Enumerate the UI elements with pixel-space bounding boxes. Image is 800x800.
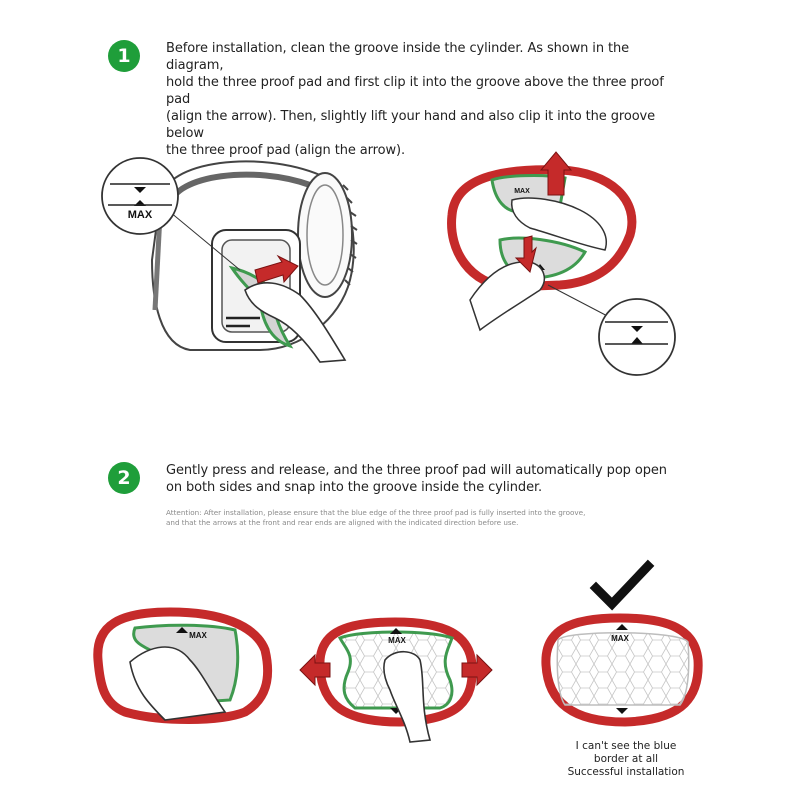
max-label: MAX	[611, 634, 629, 643]
step-1-number: 1	[117, 45, 131, 67]
press-illustration: MAX	[93, 607, 273, 724]
attention-line: Attention: After installation, please en…	[166, 508, 586, 517]
step-1-text: Before installation, clean the groove in…	[166, 40, 686, 159]
step-2-text: Gently press and release, and the three …	[166, 462, 686, 496]
attention-note: Attention: After installation, please en…	[166, 508, 636, 528]
zoom-circle-top-arrow: MAX	[101, 157, 241, 271]
pop-open-illustration: MAX	[299, 617, 493, 743]
step-2-line: on both sides and snap into the groove i…	[166, 480, 543, 495]
step-2-badge: 2	[108, 462, 140, 494]
caption-line: I can't see the blue	[575, 740, 677, 752]
step-2-number: 2	[117, 467, 131, 489]
max-label: MAX	[514, 188, 530, 195]
zoom-circle-bottom-arrow	[547, 284, 676, 376]
caption-line: border at all	[593, 753, 659, 765]
max-label: MAX	[388, 636, 406, 645]
step-1-badge: 1	[108, 40, 140, 72]
installed-illustration: MAX	[541, 559, 703, 727]
machine-illustration	[150, 160, 358, 363]
caption-line: Successful installation	[567, 766, 685, 778]
check-icon	[589, 559, 655, 611]
installed-caption: I can't see the blue border at all Succe…	[556, 740, 696, 779]
step-1-line: Before installation, clean the groove in…	[166, 41, 630, 73]
step-1-line: hold the three proof pad and first clip …	[166, 75, 664, 107]
clip-illustration: MAX	[447, 151, 637, 332]
step-1-line: (align the arrow). Then, slightly lift y…	[166, 109, 656, 141]
max-label: MAX	[128, 209, 153, 221]
step-1-line: the three proof pad (align the arrow).	[166, 143, 406, 158]
attention-line: and that the arrows at the front and rea…	[166, 518, 519, 527]
max-label: MAX	[189, 631, 207, 640]
step-2-line: Gently press and release, and the three …	[166, 463, 667, 478]
